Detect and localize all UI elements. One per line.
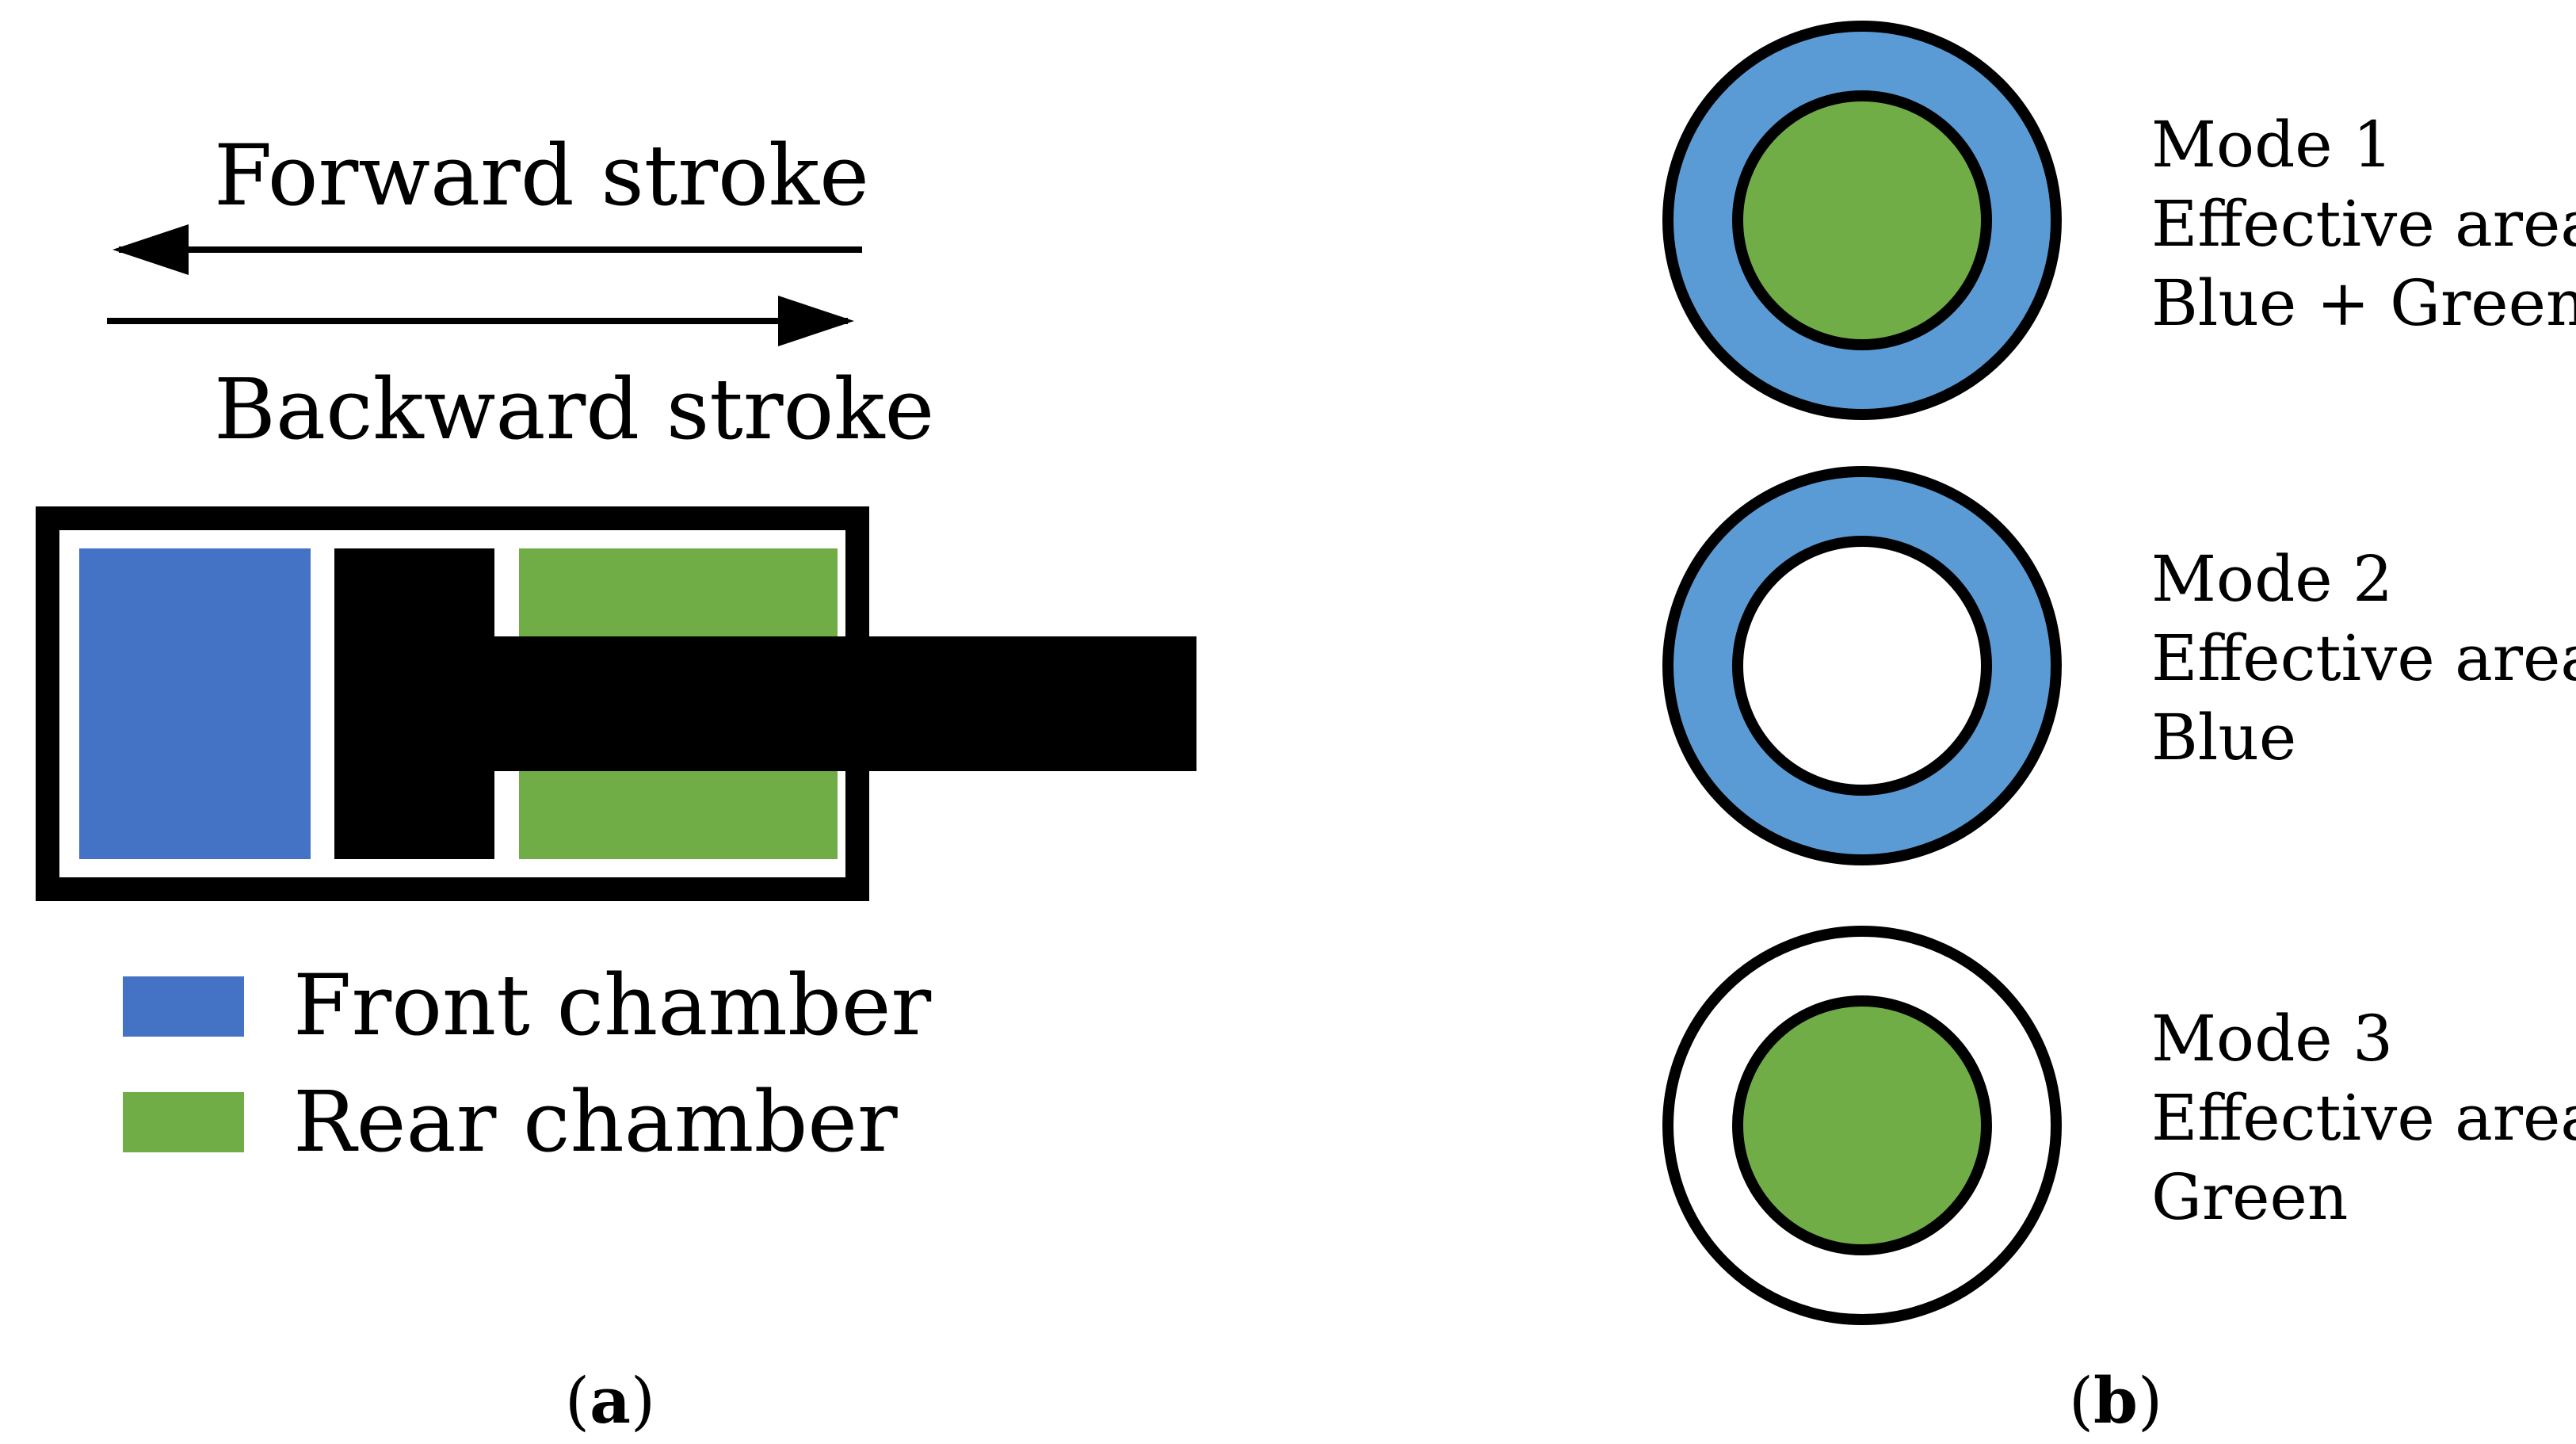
mode-3-area-value: Green	[2151, 1160, 2348, 1234]
legend: Front chamber Rear chamber	[123, 957, 932, 1171]
mode-1-area-value: Blue + Green	[2151, 266, 2576, 340]
backward-stroke-label: Backward stroke	[214, 361, 934, 458]
mode-3-inner-disc	[1732, 995, 1992, 1255]
caption-b: (b)	[2069, 1363, 2162, 1438]
mode-3-diagram	[1662, 926, 2062, 1325]
piston-rod	[483, 636, 1196, 771]
mode-1-diagram	[1662, 21, 2062, 420]
caption-a: (a)	[565, 1363, 655, 1438]
legend-swatch-rear	[123, 1092, 244, 1152]
panel-a: Forward stroke Backward stroke Front cha…	[36, 127, 1196, 1438]
mode-2-title: Mode 2	[2151, 542, 2393, 616]
mode-1-area-label: Effective area:	[2151, 187, 2576, 261]
mode-2-area-label: Effective area:	[2151, 621, 2576, 695]
piston-head	[334, 548, 494, 859]
panel-b: Mode 1 Effective area: Blue + Green Mode…	[1662, 21, 2576, 1438]
mode-2-inner-disc	[1732, 536, 1992, 796]
mode-3-area-label: Effective area:	[2151, 1081, 2576, 1155]
mode-1-title: Mode 1	[2151, 108, 2393, 181]
mode-2-diagram	[1662, 466, 2062, 865]
front-chamber	[79, 548, 311, 859]
legend-label-front: Front chamber	[293, 957, 932, 1054]
legend-label-rear: Rear chamber	[293, 1073, 898, 1171]
cylinder	[36, 506, 1196, 901]
mode-1-inner-disc	[1732, 90, 1992, 350]
mode-3-title: Mode 3	[2151, 1002, 2393, 1075]
forward-stroke-label: Forward stroke	[214, 127, 869, 224]
mode-2-area-value: Blue	[2151, 701, 2296, 774]
legend-swatch-front	[123, 976, 244, 1037]
